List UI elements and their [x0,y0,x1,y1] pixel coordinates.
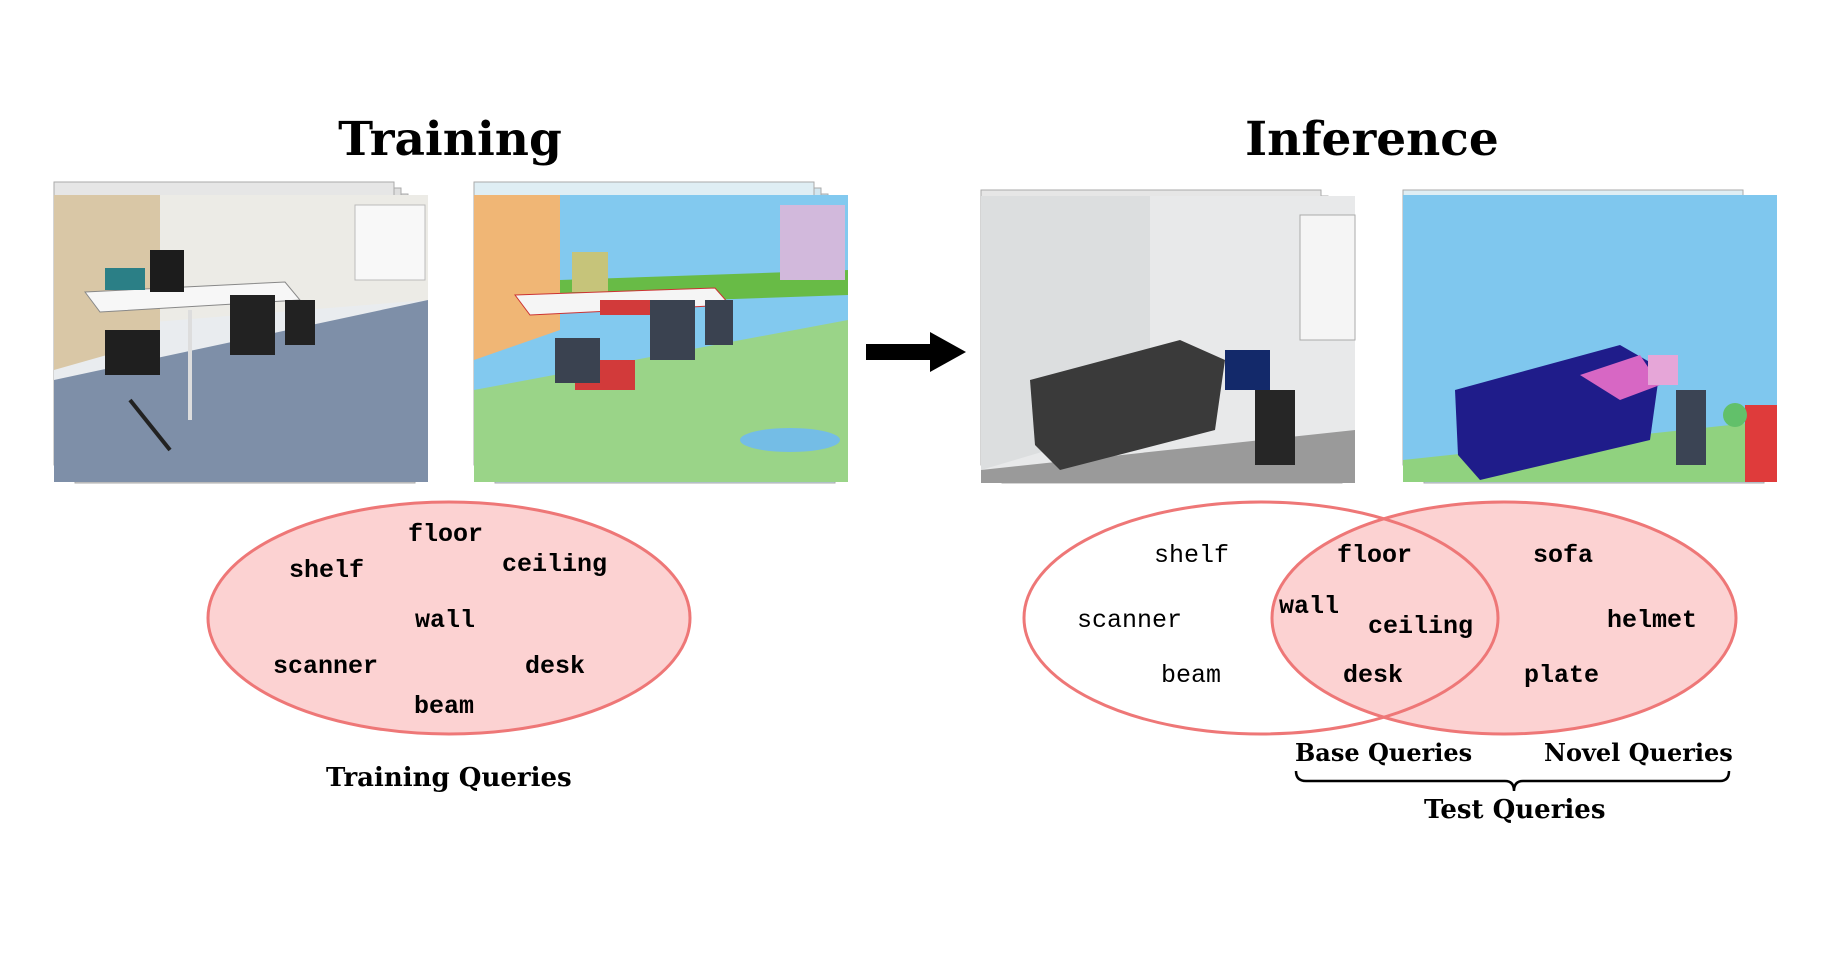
training-query-scanner: scanner [273,652,379,681]
base-queries-caption: Base Queries [1295,738,1473,767]
training-query-beam: beam [414,692,475,721]
novel-query-plate: plate [1524,661,1600,690]
training-segmentation-image [474,195,848,482]
shared-query-wall: wall [1279,592,1340,621]
inference-title: Inference [1245,112,1499,167]
test-queries-caption: Test Queries [1424,795,1606,825]
training-query-wall: wall [415,606,476,635]
base-only-query-scanner: scanner [1077,606,1183,635]
training-queries-ellipse [206,500,692,736]
novel-queries-caption: Novel Queries [1544,738,1733,767]
training-rgb-image [54,195,428,482]
training-query-ceiling: ceiling [502,550,608,579]
inference-rgb-image-stack [980,189,1356,484]
base-queries-ellipse [1022,500,1500,736]
novel-queries-ellipse [1270,500,1738,736]
shared-query-desk: desk [1343,661,1404,690]
shared-query-floor: floor [1337,541,1413,570]
right-arrow [866,332,966,372]
training-rgb-image-stack [53,181,428,484]
shared-query-ceiling: ceiling [1368,612,1474,641]
training-query-shelf: shelf [289,556,365,585]
training-queries-caption: Training Queries [326,763,572,793]
inference-rgb-image [981,196,1356,483]
test-queries-brace [1294,770,1731,792]
training-segmentation-stack [473,181,848,484]
training-query-desk: desk [525,652,586,681]
novel-query-sofa: sofa [1533,541,1594,570]
training-query-floor: floor [408,520,484,549]
inference-segmentation-stack [1402,189,1777,484]
training-title: Training [338,112,562,167]
base-only-query-shelf: shelf [1154,541,1230,570]
novel-query-helmet: helmet [1607,606,1698,635]
base-only-query-beam: beam [1161,661,1222,690]
inference-segmentation-image [1403,195,1777,482]
